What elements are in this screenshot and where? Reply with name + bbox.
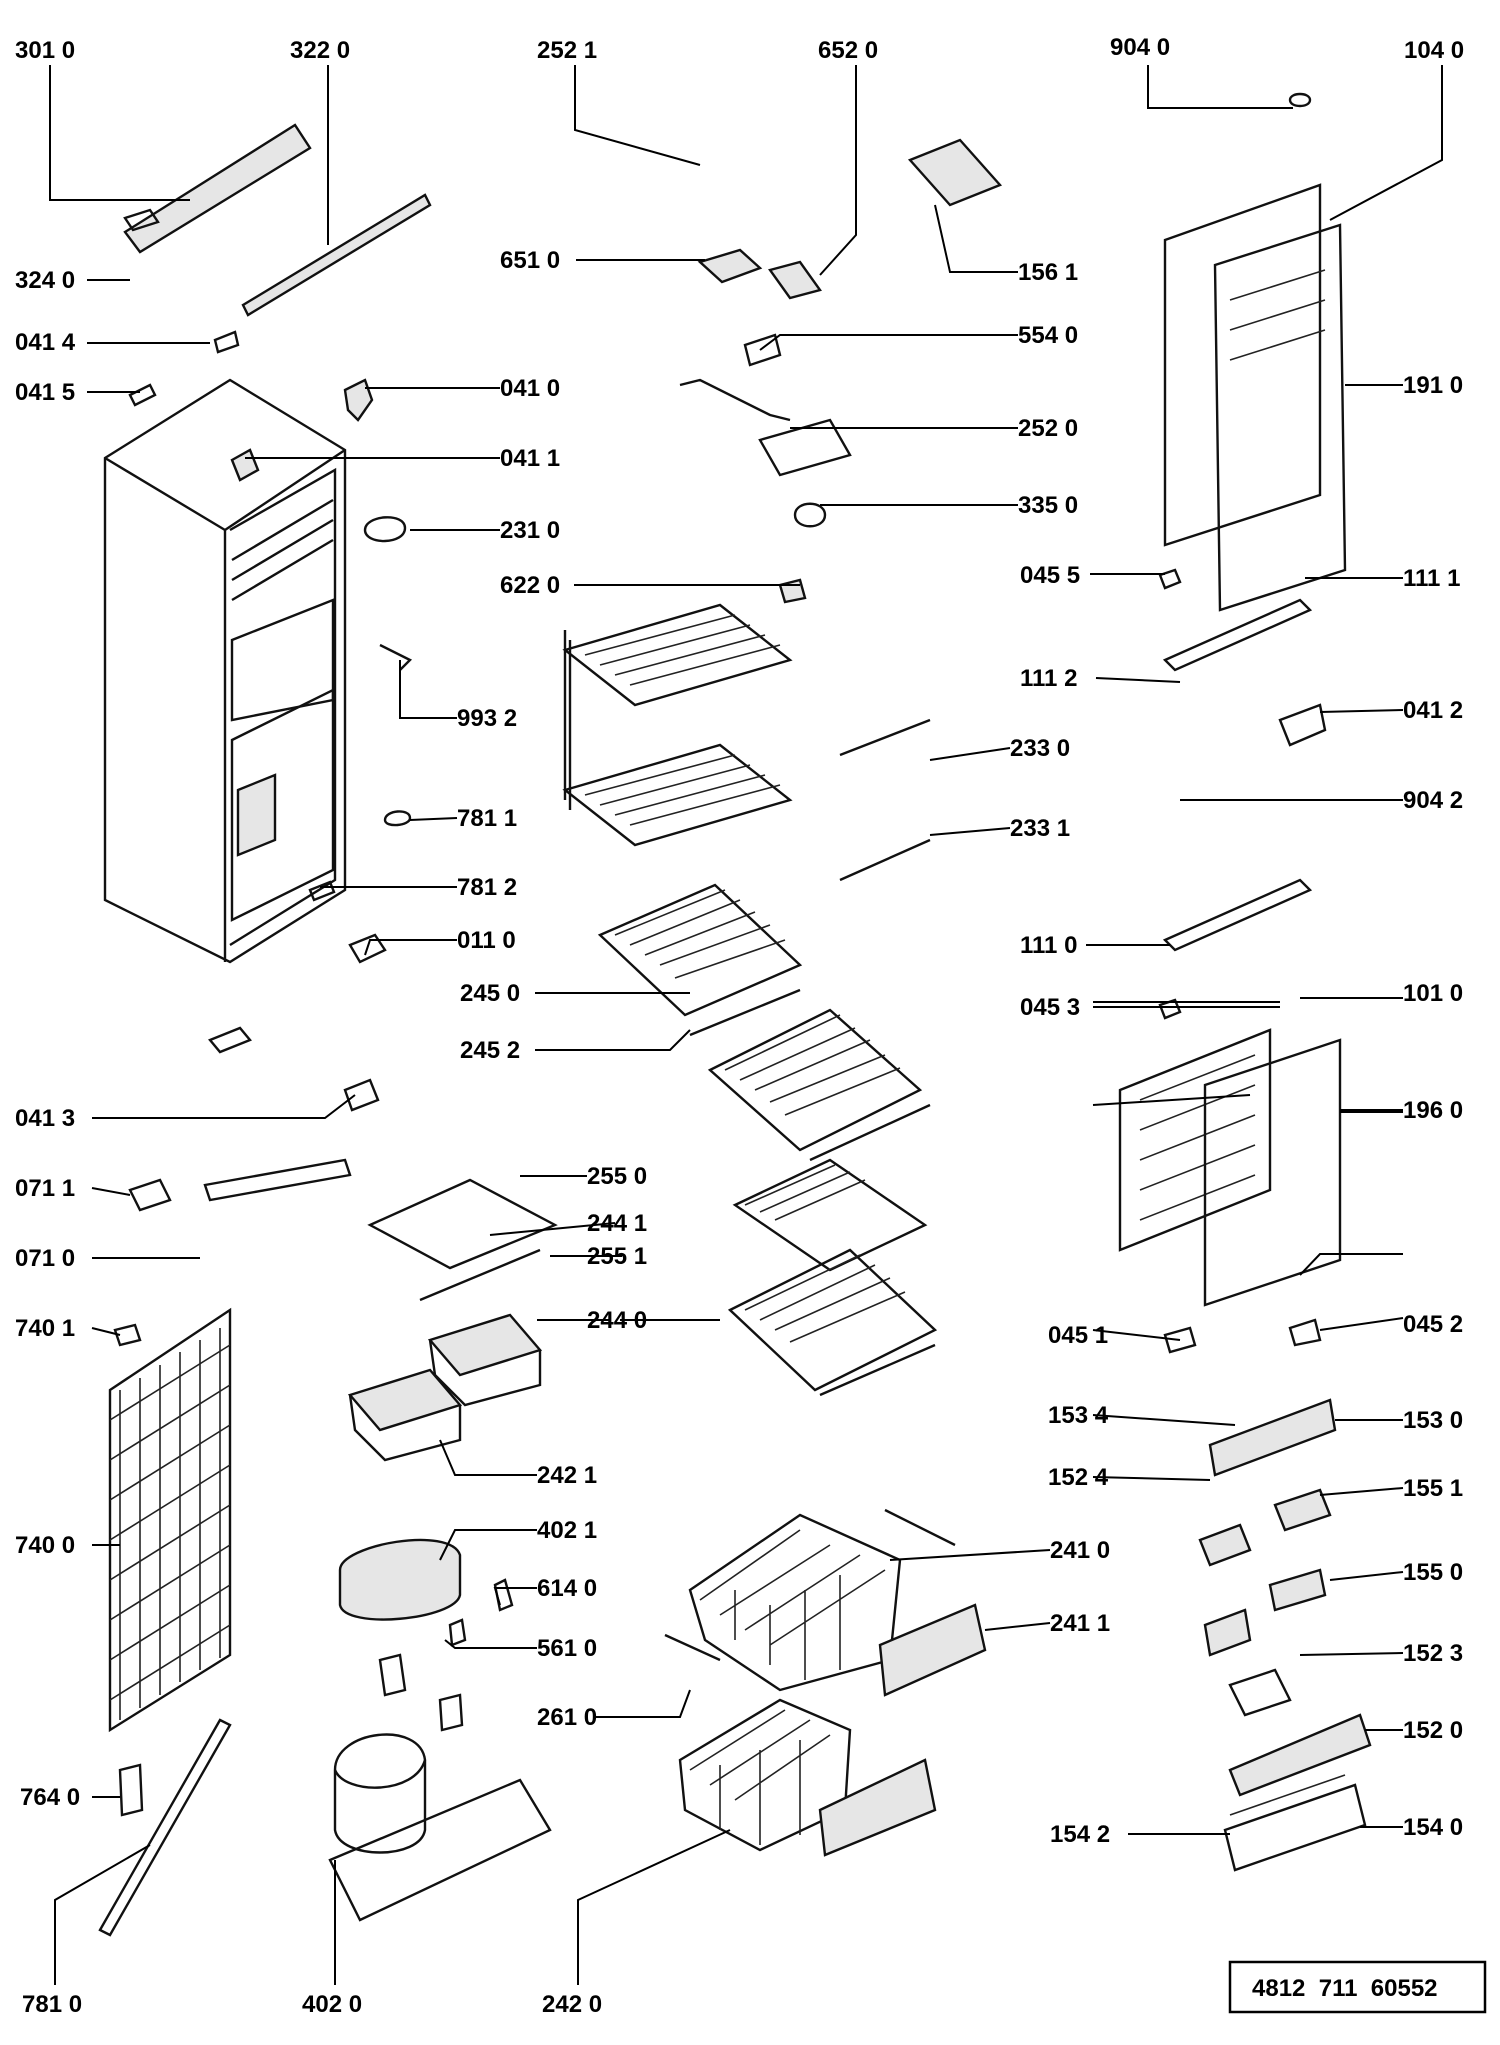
door-shelves xyxy=(1198,1398,1372,1872)
label-045-3: 045 3 xyxy=(1020,994,1080,1021)
condenser xyxy=(108,1307,232,1733)
label-245-2: 245 2 xyxy=(460,1037,520,1064)
label-045-2: 045 2 xyxy=(1403,1311,1463,1338)
shelves xyxy=(367,718,938,1397)
label-152-0: 152 0 xyxy=(1403,1717,1463,1744)
label-154-0: 154 0 xyxy=(1403,1814,1463,1841)
label-244-1: 244 1 xyxy=(587,1210,647,1237)
drawers xyxy=(664,1508,987,1857)
label-045-1: 045 1 xyxy=(1048,1322,1108,1349)
label-324-0: 324 0 xyxy=(15,267,75,294)
label-111-1: 111 1 xyxy=(1403,565,1460,592)
label-322-0: 322 0 xyxy=(290,37,350,64)
label-335-0: 335 0 xyxy=(1018,492,1078,519)
label-111-0: 111 0 xyxy=(1020,932,1077,959)
label-191-0: 191 0 xyxy=(1403,372,1463,399)
label-622-0: 622 0 xyxy=(500,572,560,599)
label-781-0: 781 0 xyxy=(22,1991,82,2018)
right-door-lower xyxy=(1118,1028,1342,1307)
part-labels: 301 0 322 0 252 1 652 0 904 0 104 0 324 … xyxy=(15,34,1464,2018)
label-233-0: 233 0 xyxy=(1010,735,1070,762)
leader-lines xyxy=(49,65,1443,1985)
label-231-0: 231 0 xyxy=(500,517,560,544)
label-155-0: 155 0 xyxy=(1403,1559,1463,1586)
cabinet xyxy=(103,378,347,964)
label-104-0: 104 0 xyxy=(1404,37,1464,64)
label-652-0: 652 0 xyxy=(818,37,878,64)
label-241-1: 241 1 xyxy=(1050,1610,1110,1637)
label-554-0: 554 0 xyxy=(1018,322,1078,349)
label-152-3: 152 3 xyxy=(1403,1640,1463,1667)
label-041-3: 041 3 xyxy=(15,1105,75,1132)
label-242-0: 242 0 xyxy=(542,1991,602,2018)
crisper-boxes xyxy=(347,1313,543,1462)
label-904-2: 904 2 xyxy=(1403,787,1463,814)
label-252-0: 252 0 xyxy=(1018,415,1078,442)
label-154-2: 154 2 xyxy=(1050,1821,1110,1848)
label-651-0: 651 0 xyxy=(500,247,560,274)
reference-number: 4812 711 60552 xyxy=(1252,1975,1438,2002)
label-152-4: 152 4 xyxy=(1048,1464,1109,1491)
top-cover xyxy=(123,123,432,422)
label-993-2: 993 2 xyxy=(457,705,517,732)
label-781-1: 781 1 xyxy=(457,805,517,832)
label-101-0: 101 0 xyxy=(1403,980,1463,1007)
label-071-0: 071 0 xyxy=(15,1245,75,1272)
label-011-0: 011 0 xyxy=(457,927,516,954)
label-041-1: 041 1 xyxy=(500,445,560,472)
label-255-1: 255 1 xyxy=(587,1243,647,1270)
label-045-5: 045 5 xyxy=(1020,562,1080,589)
label-071-1: 071 1 xyxy=(15,1175,75,1202)
label-301-0: 301 0 xyxy=(15,37,75,64)
label-764-0: 764 0 xyxy=(20,1784,80,1811)
reference-box: 4812 711 60552 xyxy=(1228,1960,1487,2014)
label-402-0: 402 0 xyxy=(302,1991,362,2018)
label-196-0: 196 0 xyxy=(1403,1097,1463,1124)
compressor xyxy=(328,1538,552,1922)
label-233-1: 233 1 xyxy=(1010,815,1070,842)
label-740-0: 740 0 xyxy=(15,1532,75,1559)
small-fittings xyxy=(98,92,1322,1937)
label-041-2: 041 2 xyxy=(1403,697,1463,724)
right-door-upper xyxy=(1162,183,1347,952)
label-041-5: 041 5 xyxy=(15,379,75,406)
label-155-1: 155 1 xyxy=(1403,1475,1463,1502)
label-041-4: 041 4 xyxy=(15,329,76,356)
label-242-1: 242 1 xyxy=(537,1462,597,1489)
label-156-1: 156 1 xyxy=(1018,259,1078,286)
label-111-2: 111 2 xyxy=(1020,665,1077,692)
label-153-0: 153 0 xyxy=(1403,1407,1463,1434)
label-402-1: 402 1 xyxy=(537,1517,597,1544)
label-241-0: 241 0 xyxy=(1050,1537,1110,1564)
label-245-0: 245 0 xyxy=(460,980,520,1007)
label-244-0: 244 0 xyxy=(587,1307,647,1334)
evaporator-plates xyxy=(562,603,793,847)
label-255-0: 255 0 xyxy=(587,1163,647,1190)
label-781-2: 781 2 xyxy=(457,874,517,901)
label-614-0: 614 0 xyxy=(537,1575,597,1602)
label-904-0: 904 0 xyxy=(1110,34,1170,61)
label-740-1: 740 1 xyxy=(15,1315,75,1342)
label-261-0: 261 0 xyxy=(537,1704,597,1731)
label-561-0: 561 0 xyxy=(537,1635,597,1662)
label-252-1: 252 1 xyxy=(537,37,597,64)
label-153-4: 153 4 xyxy=(1048,1402,1109,1429)
label-041-0: 041 0 xyxy=(500,375,560,402)
